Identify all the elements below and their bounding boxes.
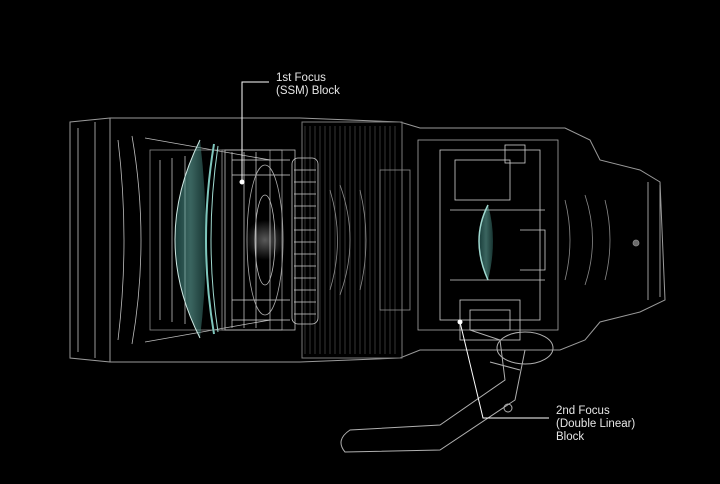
gear-ring bbox=[291, 157, 319, 325]
first-focus-callout-line-1: 1st Focus bbox=[276, 72, 326, 84]
front-glass-element bbox=[174, 139, 219, 339]
rear-lens-group bbox=[564, 194, 640, 286]
tripod-foot bbox=[340, 329, 554, 453]
second-focus-callout-line-2: (Double Linear) bbox=[556, 418, 636, 430]
first-focus-callout: 1st Focus (SSM) Block bbox=[276, 72, 340, 98]
middle-lens-group bbox=[329, 169, 411, 311]
double-linear-focus-block bbox=[417, 139, 559, 341]
focus-ring-ribs bbox=[304, 126, 396, 354]
second-focus-callout: 2nd Focus (Double Linear) Block bbox=[556, 405, 635, 444]
second-focus-leader-dot bbox=[457, 319, 463, 325]
second-focus-callout-line-3: Block bbox=[556, 431, 585, 443]
first-focus-leader-dot bbox=[239, 179, 245, 185]
rear-glass-element bbox=[478, 204, 493, 281]
callout-leader-lines bbox=[239, 81, 549, 419]
ssm-focus-block bbox=[224, 149, 296, 331]
lens-barrel bbox=[69, 117, 666, 363]
first-focus-leader bbox=[241, 81, 269, 182]
second-focus-callout-line-1: 2nd Focus bbox=[556, 405, 610, 417]
second-focus-leader bbox=[459, 321, 549, 419]
first-focus-callout-line-2: (SSM) Block bbox=[276, 85, 340, 97]
